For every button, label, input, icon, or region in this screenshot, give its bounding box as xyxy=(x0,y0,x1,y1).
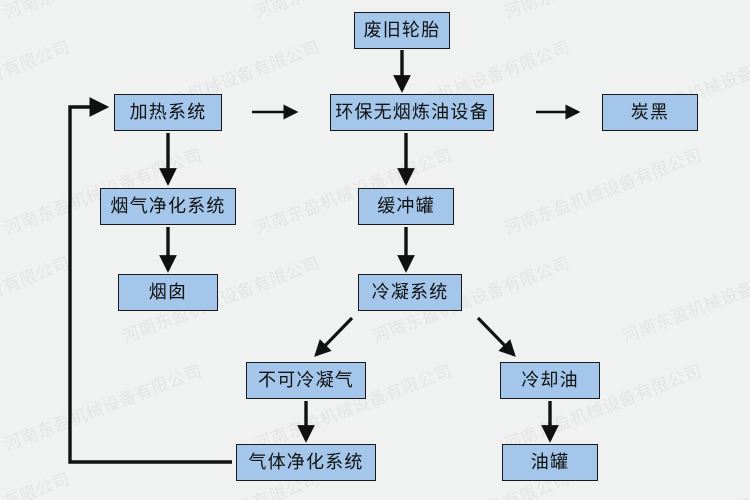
node-condensation-system[interactable]: 冷凝系统 xyxy=(358,274,462,311)
edge-condensation-to-coolingoil xyxy=(476,316,516,357)
node-label: 炭黑 xyxy=(630,101,670,123)
watermark-text: 河南东盈机械设备有限公司 xyxy=(0,0,205,23)
node-label: 废旧轮胎 xyxy=(363,19,441,41)
node-noncondensable-gas[interactable]: 不可冷凝气 xyxy=(246,362,366,399)
node-cooling-oil[interactable]: 冷却油 xyxy=(500,362,600,399)
node-waste-tires[interactable]: 废旧轮胎 xyxy=(354,12,450,49)
node-buffer-tank[interactable]: 缓冲罐 xyxy=(358,188,454,225)
watermark-text: 河南东盈机械设备有限公司 xyxy=(501,145,706,240)
edge-condensation-to-noncondensable xyxy=(314,316,354,357)
watermark-text: 河南东盈机械设备有限公司 xyxy=(1,361,206,456)
node-label: 烟气净化系统 xyxy=(110,195,226,217)
node-label: 环保无烟炼油设备 xyxy=(335,101,489,123)
node-flue-gas-purification[interactable]: 烟气净化系统 xyxy=(100,188,236,225)
node-label: 加热系统 xyxy=(129,101,207,123)
node-label: 冷却油 xyxy=(521,369,579,391)
node-label: 油罐 xyxy=(530,451,570,473)
watermark-text: 河南东盈机械设备有限公司 xyxy=(618,465,750,500)
node-gas-purification-system[interactable]: 气体净化系统 xyxy=(236,444,376,481)
watermark-text: 河南东盈机械设备有限公司 xyxy=(619,253,750,348)
watermark-text: 河南东盈机械设备有限公司 xyxy=(500,0,705,23)
node-label: 烟囱 xyxy=(148,281,188,303)
node-chimney[interactable]: 烟囱 xyxy=(118,274,218,311)
watermark-text: 河南东盈机械设备有限公司 xyxy=(0,465,73,500)
node-label: 不可冷凝气 xyxy=(258,369,354,391)
node-refining-equipment[interactable]: 环保无烟炼油设备 xyxy=(330,94,494,131)
node-heating-system[interactable]: 加热系统 xyxy=(114,94,222,131)
node-label: 冷凝系统 xyxy=(371,281,449,303)
node-oil-tank[interactable]: 油罐 xyxy=(502,444,598,481)
watermark-text: 河南东盈机械设备有限公司 xyxy=(0,37,74,132)
node-label: 气体净化系统 xyxy=(248,451,364,473)
node-label: 缓冲罐 xyxy=(377,195,435,217)
watermark-text: 河南东盈机械设备有限公司 xyxy=(0,253,74,348)
node-carbon-black[interactable]: 炭黑 xyxy=(602,94,698,131)
